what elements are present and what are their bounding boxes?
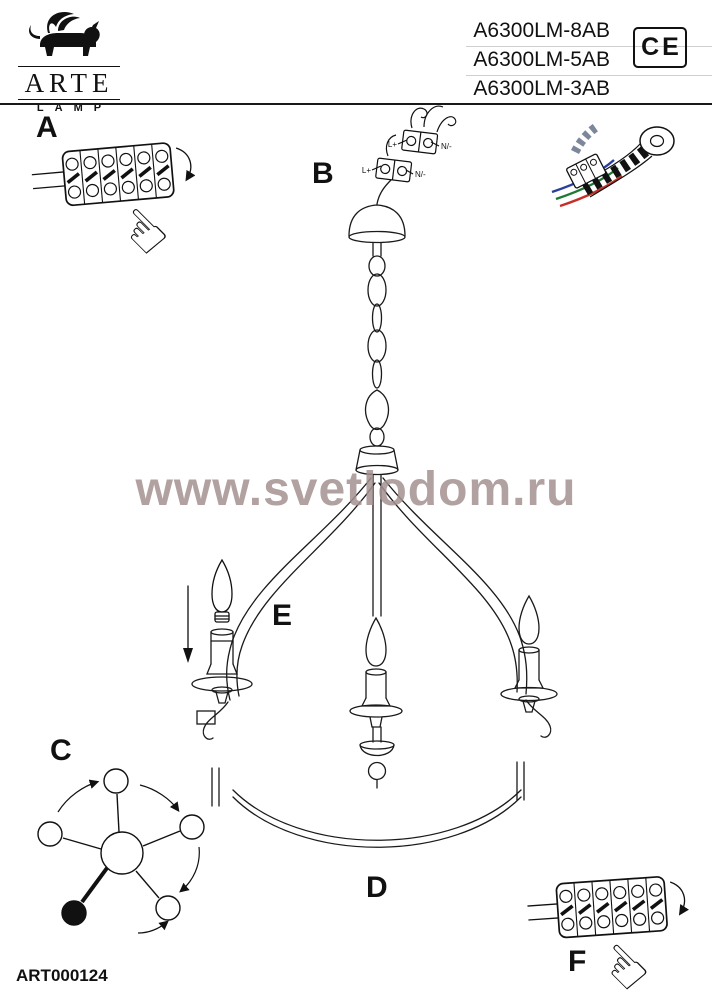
ceiling-canopy [348, 204, 406, 237]
center-candle [349, 616, 403, 743]
step-label-d: D [366, 871, 388, 904]
step-label-a: A [36, 111, 58, 144]
model-number: A6300LM-8AB [473, 19, 610, 42]
wire-label-n-bottom: N/- [415, 170, 426, 179]
model-separator [466, 46, 712, 47]
bottom-finial [359, 740, 395, 789]
ce-mark: CE [633, 27, 687, 68]
chandelier-diagram [191, 179, 558, 848]
candle-bulb-icon [211, 558, 233, 613]
winged-lion-icon [29, 12, 100, 56]
header-rule [0, 103, 712, 105]
step-b-wiring: L+ N/- L+ N/- [362, 105, 457, 183]
model-list: A6300LM-8AB A6300LM-5AB A6300LM-3AB [364, 16, 614, 103]
logo-divider [18, 99, 120, 100]
model-number: A6300LM-5AB [473, 48, 610, 71]
pointing-hand-icon: ☝ [107, 195, 180, 268]
ce-text: CE [641, 33, 682, 61]
wire-label-n-top: N/- [441, 142, 452, 151]
step-e-bulb [183, 558, 233, 663]
wire-label-l-bottom: L+ [362, 166, 371, 175]
bottom-band [211, 761, 525, 848]
step-label-e: E [272, 599, 293, 632]
left-candle-socket [191, 628, 253, 704]
insulation-tape-illustration [551, 122, 675, 208]
step-label-b: B [312, 157, 334, 190]
step-label-f: F [568, 945, 587, 978]
step-label-c: C [50, 734, 72, 767]
step-a-illustration: ☝ [31, 140, 196, 268]
pointing-hand-icon: ☝ [587, 931, 660, 1000]
step-c-rotation-diagram [37, 768, 205, 934]
logo-divider [18, 66, 120, 67]
step-f-illustration: ☝ [527, 874, 689, 1000]
model-number: A6300LM-3AB [473, 77, 610, 100]
down-arrow-icon [183, 585, 193, 663]
chandelier-arms [196, 477, 552, 740]
chain [364, 255, 390, 447]
model-separator [466, 75, 712, 76]
wire-label-l-top: L+ [388, 140, 397, 149]
article-number: ART000124 [16, 966, 108, 985]
arte-lamp-logo: ARTE LAMP [16, 6, 122, 115]
chandelier-body [355, 445, 399, 617]
brand-subname: LAMP [36, 102, 113, 114]
right-candle [500, 594, 558, 713]
brand-name: ARTE [24, 68, 114, 98]
